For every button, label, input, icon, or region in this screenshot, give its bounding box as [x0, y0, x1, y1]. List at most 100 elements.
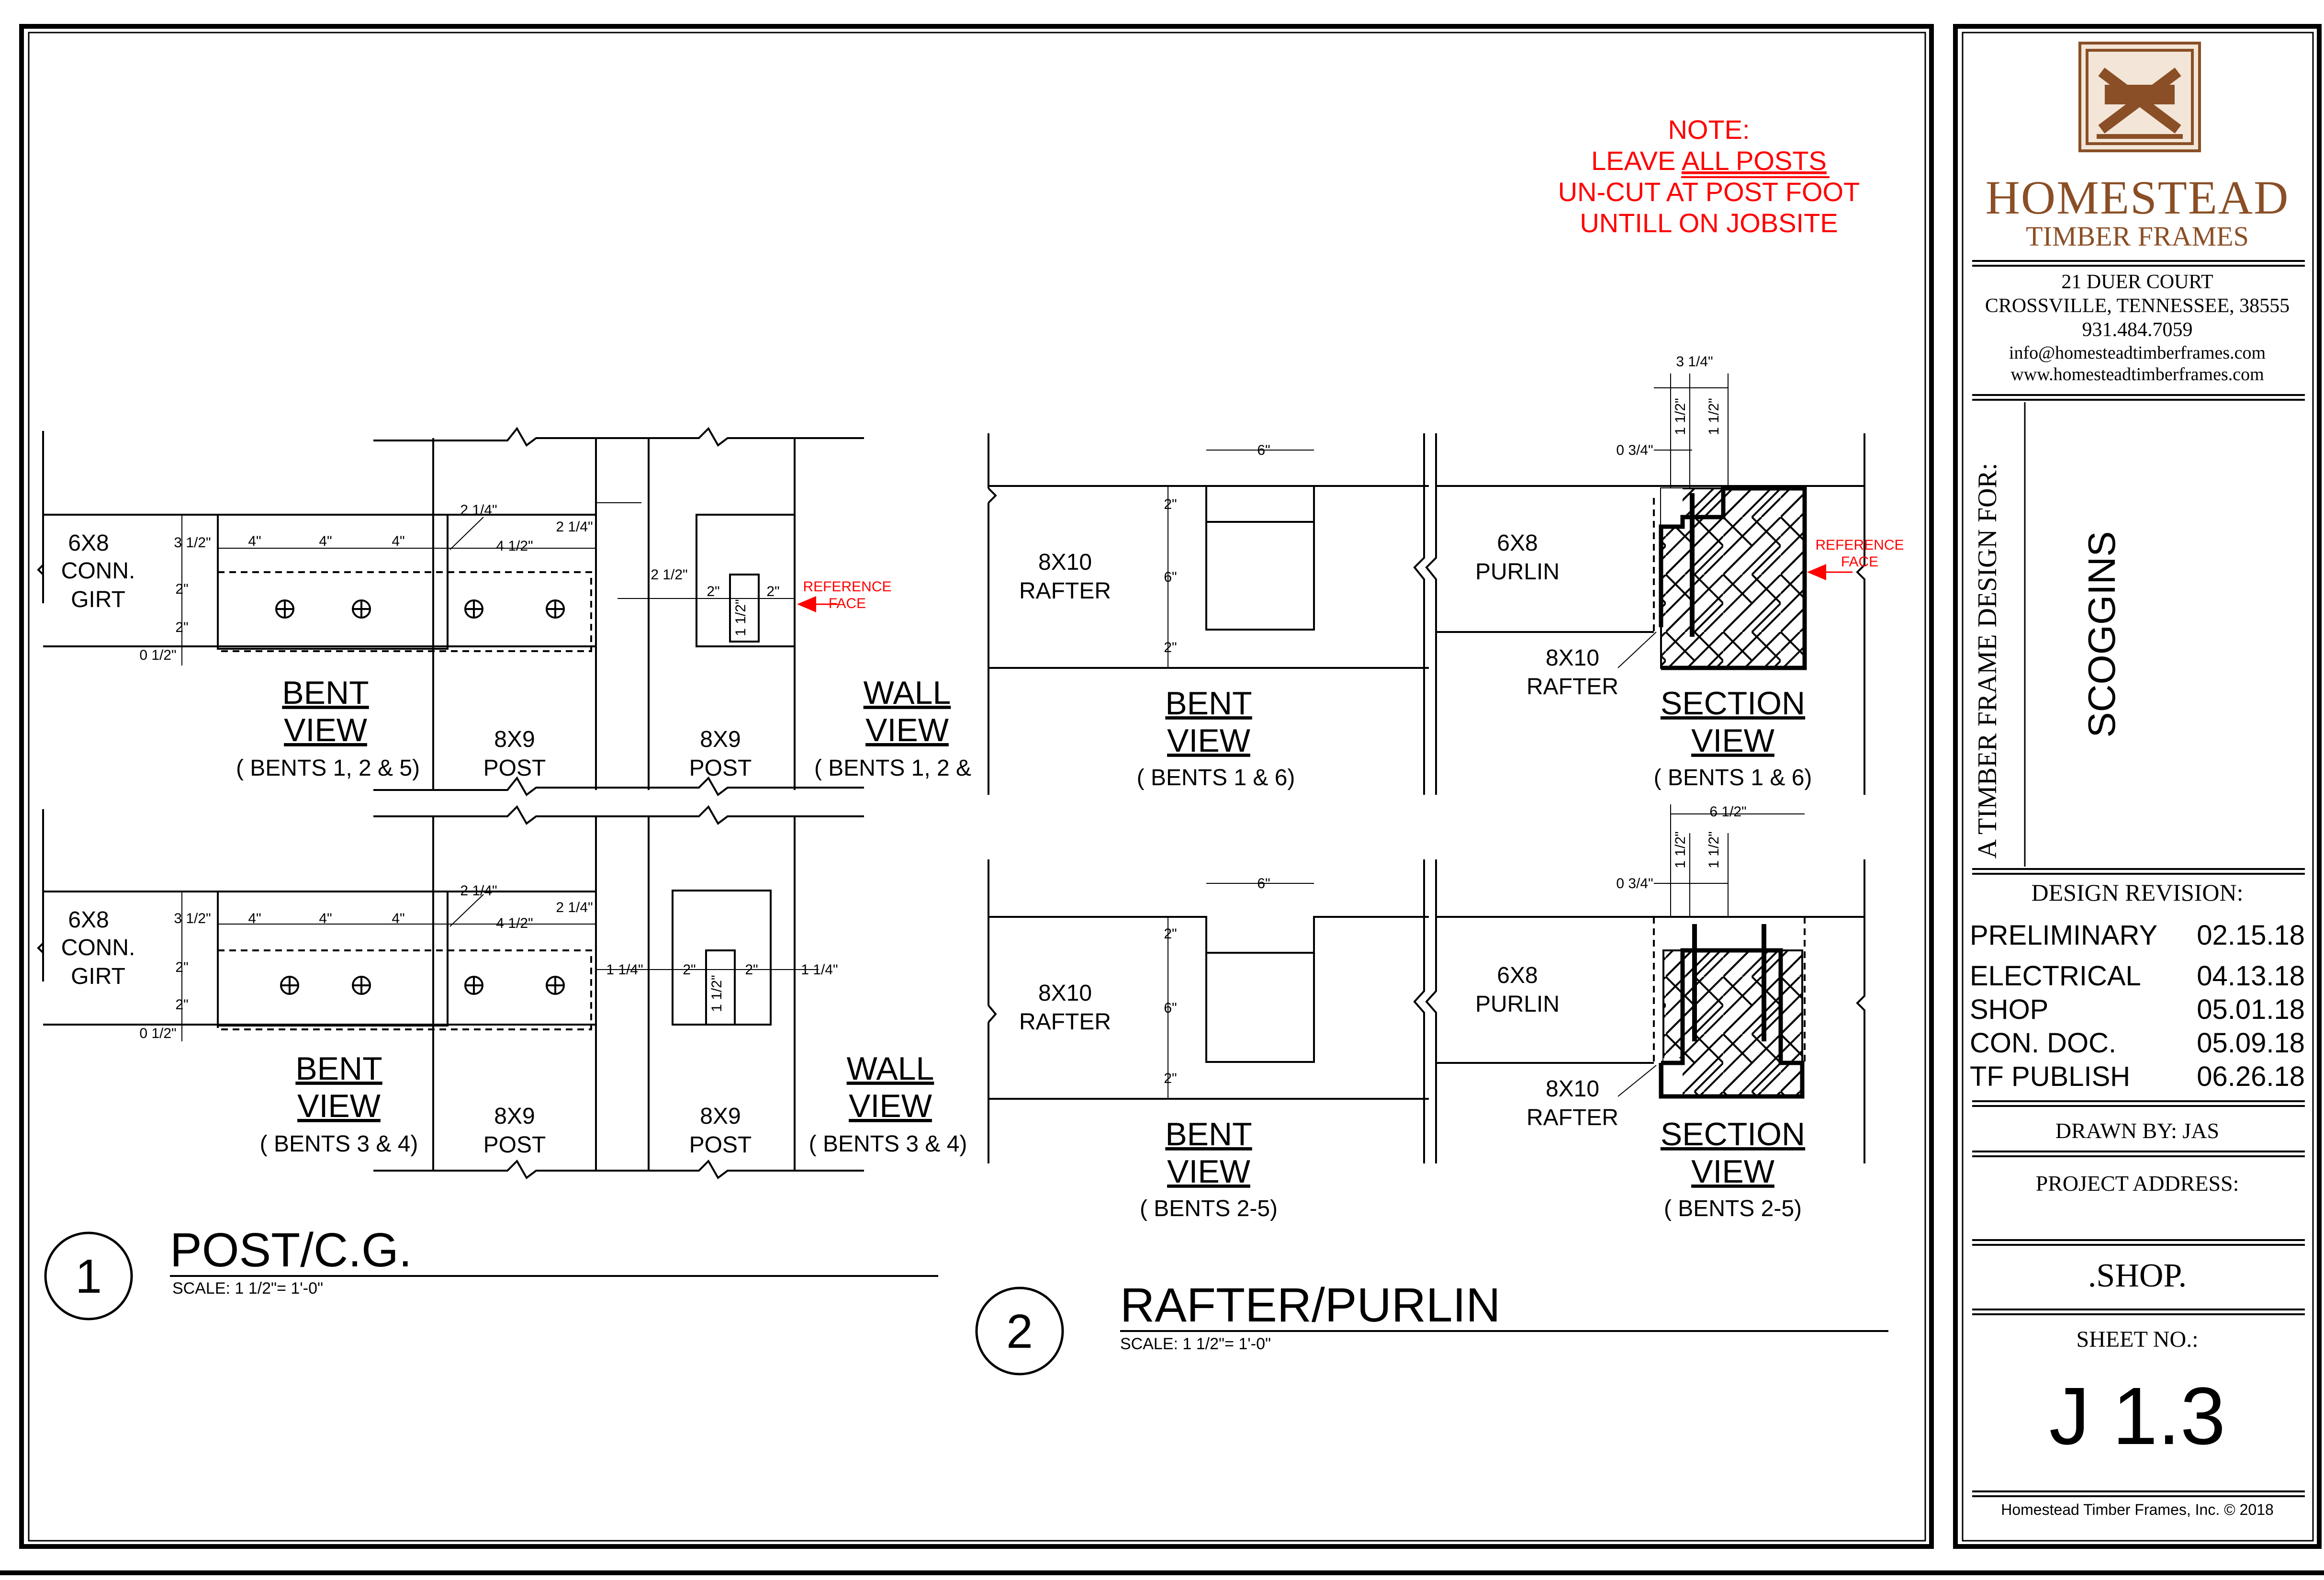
drawing-label: VIEW	[865, 712, 949, 748]
drawing-label: 2"	[707, 584, 719, 599]
detail2-lower	[988, 804, 1865, 1163]
drawing-label: 8X10	[1546, 645, 1599, 671]
drawing-label: PURLIN	[1475, 559, 1560, 585]
post-bottom-break	[373, 776, 864, 796]
detail2-upper	[988, 373, 1865, 795]
drawing-label: 8X10	[1038, 550, 1092, 575]
drawing-label: 2"	[1164, 640, 1177, 655]
drawing-label: RAFTER	[1019, 1009, 1111, 1035]
drawing-label: 2 1/4"	[556, 900, 593, 915]
revision-row: CON. DOC.05.09.18	[1970, 1027, 2305, 1059]
drawing-label: 2"	[175, 997, 188, 1013]
website: www.homesteadtimberframes.com	[2010, 364, 2264, 384]
drawing-label: 1 1/2"	[733, 599, 749, 636]
copyright: Homestead Timber Frames, Inc. © 2018	[2001, 1501, 2274, 1518]
design-revision-label: DESIGN REVISION:	[2031, 879, 2244, 906]
drawing-label: 2"	[766, 584, 779, 599]
detail1-upper-text: 6X8 CONN. GIRT BENT VIEW ( BENTS 1, 2 & …	[61, 502, 971, 781]
drawing-label: VIEW	[1691, 1153, 1774, 1190]
phone: 931.484.7059	[2082, 319, 2193, 341]
drawing-label: 4 1/2"	[496, 915, 533, 931]
note-line-1: NOTE:	[1668, 114, 1750, 145]
dim-lines	[181, 502, 795, 666]
drawing-label: VIEW	[1167, 722, 1250, 759]
drawing-label: ( BENTS 2-5)	[1140, 1196, 1278, 1221]
drawing-label: POST	[483, 1132, 546, 1158]
drawing-label: RAFTER	[1527, 1105, 1618, 1130]
bent-view-sub: ( BENTS 1, 2 & 5)	[236, 756, 420, 781]
detail1-lower	[37, 805, 864, 1179]
drawing-label: ( BENTS 1 & 6)	[1137, 765, 1295, 790]
drawing-label: 0 1/2"	[139, 647, 176, 663]
drawing-label: 2	[1006, 1305, 1033, 1358]
drawing-label: GIRT	[71, 587, 125, 612]
email: info@homesteadtimberframes.com	[2009, 343, 2266, 363]
drawing-label: REFERENCE	[1815, 537, 1904, 553]
drawing-label: 1 1/2"	[1673, 398, 1688, 435]
drawing-label: 6X8	[1497, 963, 1538, 988]
title-block-dividers	[1972, 260, 2305, 1497]
drawing-label: SECTION	[1661, 1116, 1805, 1152]
rafter-housing	[1205, 485, 1315, 631]
drawing-label: PURLIN	[1475, 992, 1560, 1017]
drawing-label: 6"	[1257, 876, 1270, 892]
reference-arrow-2	[1807, 564, 1826, 580]
drawing-label: 1 1/4"	[801, 962, 838, 978]
drawing-label: 2"	[745, 962, 758, 978]
detail1-title-text: POST/C.G.	[170, 1223, 412, 1277]
drawing-label: GIRT	[71, 964, 125, 989]
drawing-label: 2 1/4"	[460, 883, 497, 899]
drawing-label: 8X10	[1546, 1076, 1599, 1102]
drawing-label: 6"	[1164, 1000, 1177, 1016]
client-name: SCOGGINS	[2080, 531, 2123, 738]
drawing-label: 2 1/4"	[556, 519, 593, 535]
drawing-label: 3 1/2"	[174, 911, 211, 926]
drawing-label: CONN.	[61, 558, 135, 584]
drawn-by: DRAWN BY: JAS	[2055, 1118, 2220, 1143]
brand-name: HOMESTEAD	[1985, 171, 2290, 224]
drawing-label: POST	[689, 1132, 752, 1158]
drawing-label: 2 1/4"	[460, 502, 497, 518]
section-outline	[1659, 486, 1807, 670]
detail2-title: 2 RAFTER/PURLIN SCALE: 1 1/2"= 1'-0"	[975, 1278, 1888, 1376]
wall-view-sub: ( BENTS 1, 2 &	[814, 756, 971, 781]
drawing-label: ( BENTS 3 & 4)	[260, 1131, 418, 1157]
drawing-label: 6"	[1257, 442, 1270, 458]
address-line-1: 21 DUER COURT	[2061, 271, 2213, 293]
drawing-label: VIEW	[297, 1088, 381, 1124]
drawing-label: WALL	[847, 1050, 934, 1087]
post-top-break	[373, 427, 864, 447]
drawing-label: 4"	[392, 911, 404, 926]
wall-view-title: WALL	[864, 675, 951, 711]
drawing-label: 0 1/2"	[139, 1026, 176, 1041]
design-for-label: A TIMBER FRAME DESIGN FOR:	[1973, 463, 2002, 859]
wall-mortise	[696, 514, 796, 647]
reference-face-label: REFERENCE	[803, 579, 891, 595]
drawing-label: POST	[483, 756, 546, 781]
detail2-lower-text: 8X10 RAFTER 6X8 PURLIN 8X10 RAFTER BENT …	[1019, 804, 1805, 1221]
detail1-lower-text: 6X8 CONN. GIRT BENT VIEW ( BENTS 3 & 4) …	[61, 883, 967, 1158]
drawing-label: 6 1/2"	[1709, 804, 1746, 820]
drawing-label: 8X9	[700, 1104, 741, 1129]
sheet-number: J 1.3	[2049, 1371, 2226, 1462]
note-line-4: UNTILL ON JOBSITE	[1580, 208, 1838, 238]
drawing-label: 2"	[683, 962, 696, 978]
drawing-label: ( BENTS 3 & 4)	[809, 1131, 967, 1157]
drawing-label: BENT	[1165, 1116, 1252, 1152]
reference-arrow	[797, 596, 816, 612]
detail1-title: 1 POST/C.G. SCALE: 1 1/2"= 1'-0"	[44, 1223, 938, 1320]
drawing-label: 2 1/2"	[651, 567, 687, 583]
drawing-label: BENT	[295, 1050, 382, 1087]
drawing-label: 0 3/4"	[1616, 876, 1653, 892]
drawing-label: RAFTER	[1527, 674, 1618, 700]
title-block: HOMESTEAD TIMBER FRAMES 21 DUER COURT CR…	[1955, 26, 2319, 1546]
drawing-label: 8X10	[1038, 981, 1092, 1006]
drawing-label: 6X8	[1497, 530, 1538, 556]
drawing-label: 1 1/2"	[1706, 398, 1722, 435]
drawing-label: 1 1/2"	[709, 975, 725, 1012]
drawing-label: ( BENTS 1 & 6)	[1654, 765, 1812, 790]
drawing-label: 4"	[392, 533, 404, 549]
